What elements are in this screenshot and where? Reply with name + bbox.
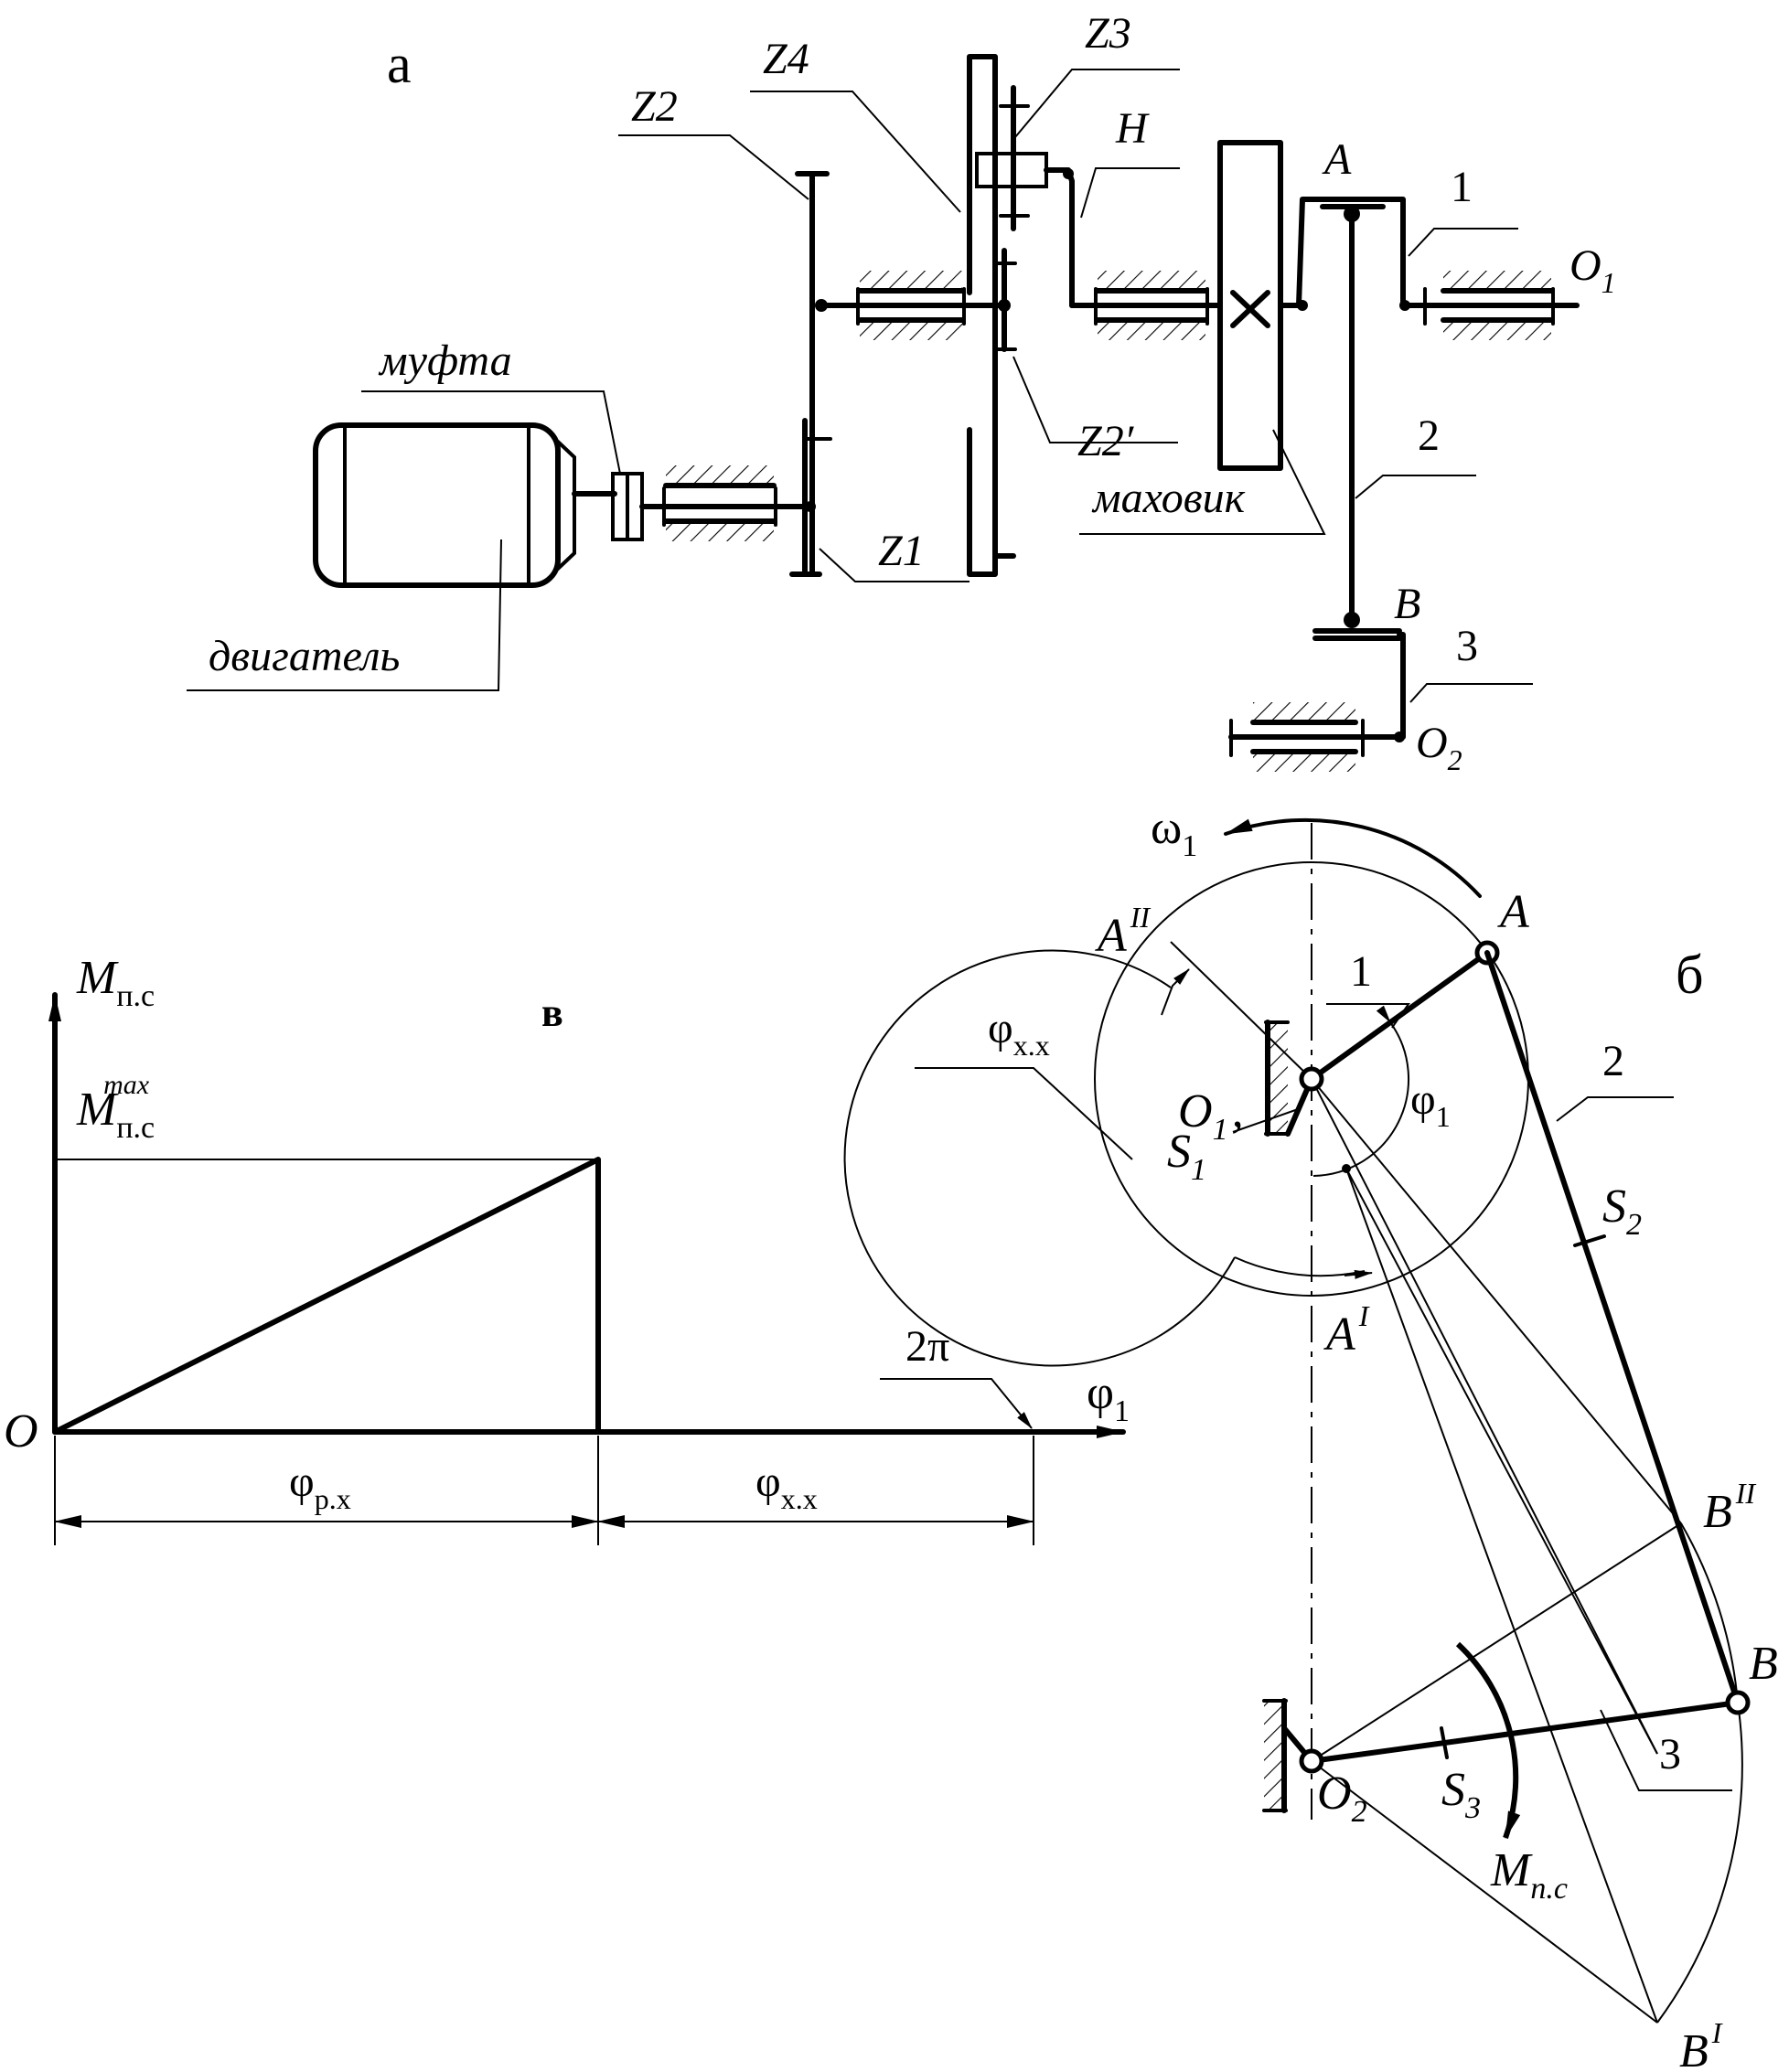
gear-z3-label: Z3 (1085, 9, 1131, 58)
chart-v: в Mп.с Mп.сmax O φ1 2π φр.х φх.х (4, 952, 1130, 1545)
carrier-h-label: H (1115, 104, 1150, 153)
moment-curve (52, 1157, 601, 1435)
s2-label: S2 (1602, 1180, 1642, 1242)
panel-label-a: а (387, 34, 412, 94)
point-a-label-b: A (1497, 886, 1529, 938)
panel-label-v: в (541, 990, 563, 1035)
link-3-label-b: 3 (1659, 1730, 1681, 1778)
scheme-a: а двигатель муфта Z1 (187, 9, 1616, 776)
o2-label-b: O2 (1317, 1768, 1367, 1829)
moment-arrow-icon (1455, 1641, 1521, 1839)
y-axis-label: Mп.с (76, 952, 155, 1013)
gear-z4 (967, 54, 998, 577)
link-3-rocker (1309, 1700, 1741, 1764)
carrier-h (1066, 167, 1093, 308)
point-a-label: A (1322, 135, 1352, 184)
flywheel-label: маховик (1091, 474, 1246, 522)
omega-arrow-icon (1224, 817, 1482, 898)
link-2-label: 2 (1418, 411, 1440, 460)
gear-z1-label: Z1 (878, 527, 925, 575)
gear-z4-label: Z4 (763, 35, 809, 83)
bearing-hatch-icon (1253, 702, 1355, 722)
max-label: Mп.сmax (76, 1070, 155, 1145)
bearing-hatch-icon (860, 271, 962, 291)
origin-label: O (4, 1405, 38, 1458)
point-b-label-b: B (1749, 1638, 1778, 1690)
point-b-label: B (1394, 580, 1420, 628)
coupling-label: муфта (378, 336, 512, 385)
support-hatch-icon (1268, 1022, 1288, 1134)
bearing-hatch-icon (1443, 320, 1551, 340)
link-2-rod (1484, 950, 1741, 1705)
s3-label: S3 (1441, 1764, 1481, 1825)
phi-rx-label: φр.х (289, 1458, 351, 1515)
two-pi-label: 2π (905, 1322, 949, 1371)
link-3-scheme (1387, 632, 1406, 740)
bearing-hatch-icon (1253, 752, 1355, 772)
s1-label: S1 (1167, 1126, 1206, 1187)
phi1-label: φ1 (1410, 1075, 1451, 1133)
bearing-hatch-icon (666, 521, 774, 541)
motor-label: двигатель (209, 632, 400, 680)
gear-z2p-label: Z2′ (1077, 417, 1135, 465)
omega-label: ω1 (1151, 802, 1197, 863)
o2-label-a: O2 (1416, 719, 1462, 776)
link-3-label: 3 (1456, 622, 1478, 670)
x-axis-label: φ1 (1087, 1367, 1130, 1428)
panel-label-b: б (1676, 945, 1704, 1005)
phi-xx-label-b: φх.х (988, 1004, 1050, 1062)
link-2-label-b: 2 (1602, 1037, 1624, 1085)
scheme-b: б ω1 A 1 (843, 802, 1778, 2072)
support-hatch-icon (1264, 1701, 1284, 1810)
o1-label-b: O1, (1178, 1085, 1244, 1147)
bearing-hatch-icon (1443, 271, 1551, 291)
coupling-icon (611, 472, 644, 541)
bearing-hatch-icon (860, 320, 962, 340)
o1-label-a: O1 (1569, 241, 1616, 299)
gear-z2-label: Z2 (631, 82, 678, 131)
bearing-hatch-icon (666, 465, 774, 486)
moment-label-b: Mп.с (1490, 1844, 1568, 1906)
bearing-hatch-icon (1098, 320, 1205, 340)
bearing-hatch-icon (1098, 271, 1205, 291)
phi-xx-label-v: φх.х (755, 1458, 818, 1515)
link-1-label-b: 1 (1350, 947, 1372, 996)
crank-1 (1278, 197, 1442, 308)
motor-icon (313, 422, 617, 588)
link-1-label: 1 (1451, 163, 1473, 211)
